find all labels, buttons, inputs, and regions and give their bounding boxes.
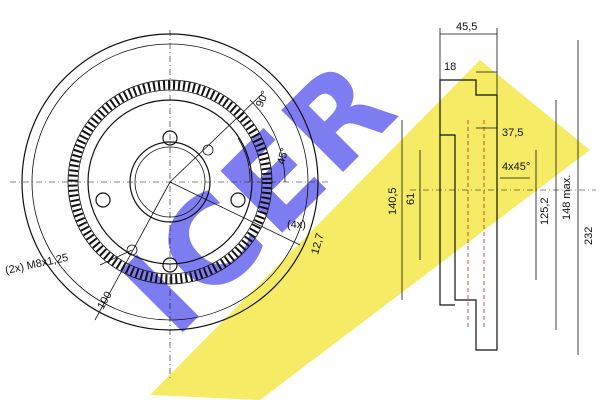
disc-outer-edge xyxy=(21,33,319,331)
angle-ray xyxy=(169,93,263,183)
angle-45-label: 45° xyxy=(275,147,291,166)
thread-label: (2x) M8x1,25 xyxy=(4,252,69,277)
disc-section-outline xyxy=(439,79,498,351)
hole-leader-line xyxy=(169,181,301,246)
hole-diameter-label: 12,7 xyxy=(309,232,326,256)
chamfer-label: 4x45° xyxy=(502,161,530,173)
bolt-hole xyxy=(162,257,178,273)
pcd-leader-line xyxy=(94,181,171,321)
tone-ring-inner xyxy=(77,89,263,275)
holes-count-label: (4x) xyxy=(287,219,306,231)
pcd-label: 100 xyxy=(95,290,115,312)
tone-ring-teeth xyxy=(68,80,272,284)
hub-outer xyxy=(87,99,253,265)
center-bore-chamfer xyxy=(134,146,206,218)
bolt-hole xyxy=(162,130,178,146)
dia-140-label: 140,5 xyxy=(387,187,399,215)
thickness-label: 18 xyxy=(444,61,456,73)
disc-outer-step xyxy=(31,43,309,321)
bolt-hole xyxy=(95,192,111,208)
thread-leader-line xyxy=(99,249,133,266)
angle-arc-45 xyxy=(237,137,251,183)
tone-ring-outer xyxy=(67,79,273,285)
dia-125-label: 125,2 xyxy=(539,197,551,225)
bolt-hole xyxy=(230,192,246,208)
dia-232-label: 232 xyxy=(583,227,595,245)
hub-depth-label: 37,5 xyxy=(502,127,523,139)
side-view: 45,5 18 37,5 4x45° 140,5 61 125,2 148 ma… xyxy=(387,21,596,355)
dia-148-label: 148 max. xyxy=(561,175,573,220)
angle-arc-90 xyxy=(249,99,286,183)
total-width-label: 45,5 xyxy=(456,21,477,33)
center-bore xyxy=(129,141,211,223)
watermark-yellow-band xyxy=(150,60,590,400)
threaded-hole xyxy=(126,244,138,256)
hub-section-outline xyxy=(439,135,455,306)
dia-61-label: 61 xyxy=(405,193,417,205)
